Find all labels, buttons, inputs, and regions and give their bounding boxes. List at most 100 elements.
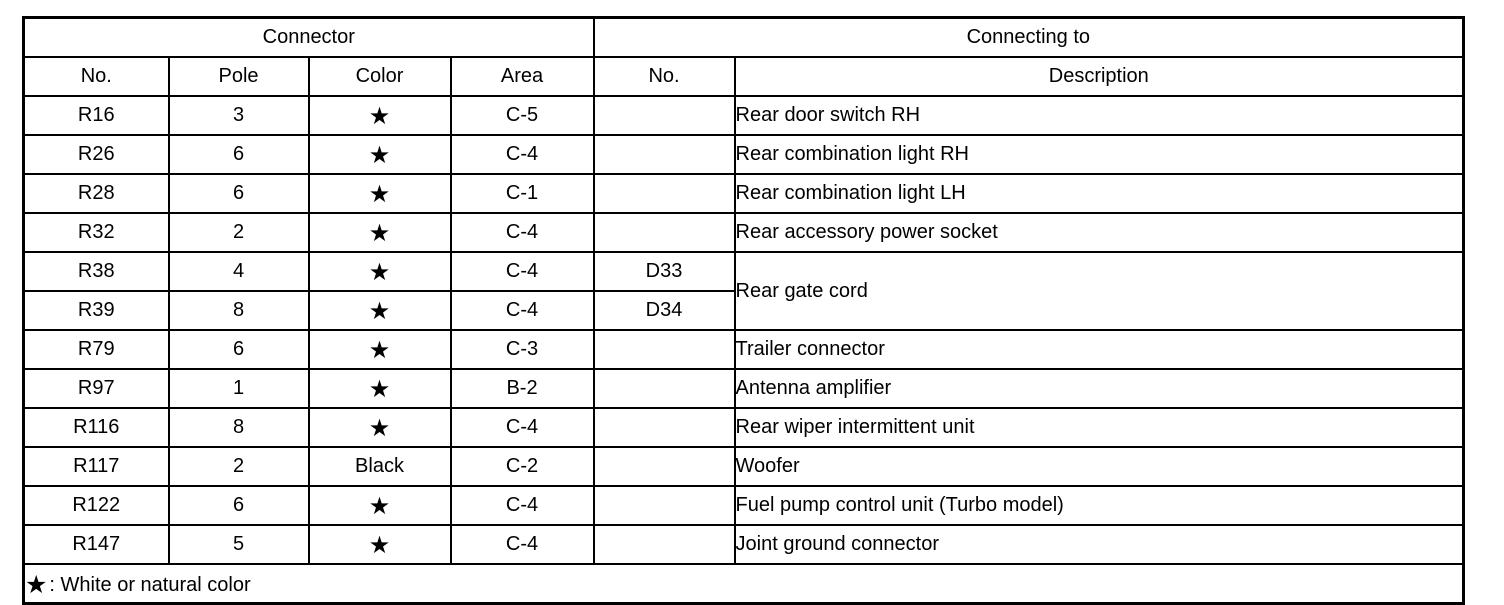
cell-to-no: D33 [592,251,736,292]
cell-area: C-4 [449,251,595,292]
star-icon: ★ [368,492,391,520]
cell-connector-no: R147 [22,524,170,565]
table-row: R147 5 ★ C-4 Joint ground connector [22,524,1465,565]
cell-area: C-3 [449,329,595,370]
cell-pole: 6 [167,134,310,175]
cell-color: ★ [307,329,452,370]
table-row: R28 6 ★ C-1 Rear combination light LH [22,173,1465,214]
cell-to-no [592,329,736,370]
cell-connector-no: R26 [22,134,170,175]
cell-area: C-2 [449,446,595,487]
cell-description-merged: Rear gate cord [733,251,1465,331]
table-header: Connector Connecting to No. Pole Color A… [22,16,1465,97]
cell-to-no: D34 [592,290,736,331]
cell-color: ★ [307,485,452,526]
cell-pole: 1 [167,368,310,409]
cell-area: C-5 [449,95,595,136]
cell-pole: 2 [167,446,310,487]
cell-color: ★ [307,524,452,565]
cell-area: C-4 [449,524,595,565]
cell-description: Rear door switch RH [733,95,1465,136]
table-row: R38 4 ★ C-4 D33 Rear gate cord [22,251,1465,331]
star-icon: ★ [368,336,391,364]
table-row: R122 6 ★ C-4 Fuel pump control unit (Tur… [22,485,1465,526]
star-icon: ★ [25,571,48,599]
cell-connector-no: R16 [22,95,170,136]
cell-pole: 4 [167,251,310,292]
cell-connector-no: R122 [22,485,170,526]
table-row: R16 3 ★ C-5 Rear door switch RH [22,95,1465,136]
star-icon: ★ [368,531,391,559]
cell-to-no [592,95,736,136]
table-row: R117 2 Black C-2 Woofer [22,446,1465,487]
cell-pole: 8 [167,290,310,331]
table-row: R79 6 ★ C-3 Trailer connector [22,329,1465,370]
header-group-row: Connector Connecting to [22,16,1465,58]
cell-description: Rear accessory power socket [733,212,1465,253]
cell-description: Rear wiper intermittent unit [733,407,1465,448]
star-icon: ★ [368,375,391,403]
table-row: R32 2 ★ C-4 Rear accessory power socket [22,212,1465,253]
star-icon: ★ [368,102,391,130]
cell-area: C-4 [449,212,595,253]
cell-to-no [592,173,736,214]
star-icon: ★ [368,297,391,325]
star-icon: ★ [368,219,391,247]
cell-connector-no: R116 [22,407,170,448]
table-row: R116 8 ★ C-4 Rear wiper intermittent uni… [22,407,1465,448]
column-header-area: Area [449,56,595,97]
cell-to-no [592,446,736,487]
cell-area: C-4 [449,290,595,331]
column-header-connector-no: No. [22,56,170,97]
cell-pole: 8 [167,407,310,448]
header-column-row: No. Pole Color Area No. Description [22,56,1465,97]
star-icon: ★ [368,414,391,442]
footnote-legend: ★: White or natural color [22,563,1465,605]
cell-to-no [592,134,736,175]
cell-connector-no: R79 [22,329,170,370]
cell-to-no [592,524,736,565]
cell-to-no [592,407,736,448]
cell-description: Trailer connector [733,329,1465,370]
cell-color: ★ [307,251,452,292]
cell-connector-no: R38 [22,251,170,292]
cell-pole: 6 [167,173,310,214]
cell-description: Antenna amplifier [733,368,1465,409]
column-header-color: Color [307,56,452,97]
table-body: R16 3 ★ C-5 Rear door switch RH R26 6 ★ … [22,95,1465,605]
cell-color: ★ [307,407,452,448]
table-row: R97 1 ★ B-2 Antenna amplifier [22,368,1465,409]
cell-connector-no: R28 [22,173,170,214]
cell-area: C-4 [449,134,595,175]
star-icon: ★ [368,258,391,286]
cell-description: Woofer [733,446,1465,487]
cell-description: Rear combination light RH [733,134,1465,175]
cell-pole: 5 [167,524,310,565]
cell-pole: 6 [167,485,310,526]
table-row: R39 8 ★ C-4 D34 [22,290,1464,331]
cell-area: C-4 [449,485,595,526]
star-icon: ★ [368,141,391,169]
cell-description: Joint ground connector [733,524,1465,565]
star-icon: ★ [368,180,391,208]
cell-color: ★ [307,368,452,409]
connector-table: Connector Connecting to No. Pole Color A… [22,16,1466,605]
column-header-to-no: No. [592,56,736,97]
column-header-pole: Pole [167,56,310,97]
cell-description: Rear combination light LH [733,173,1465,214]
cell-description: Fuel pump control unit (Turbo model) [733,485,1465,526]
cell-color: ★ [307,290,452,331]
table-row: R26 6 ★ C-4 Rear combination light RH [22,134,1465,175]
cell-connector-no: R39 [22,290,170,331]
footnote-text: : White or natural color [49,574,251,596]
cell-color: ★ [307,212,452,253]
cell-connector-no: R32 [22,212,170,253]
cell-color: ★ [307,173,452,214]
cell-color: ★ [307,134,452,175]
group-header-connecting-to: Connecting to [592,16,1465,58]
cell-color: ★ [307,95,452,136]
cell-pole: 6 [167,329,310,370]
cell-pole: 3 [167,95,310,136]
cell-area: C-1 [449,173,595,214]
